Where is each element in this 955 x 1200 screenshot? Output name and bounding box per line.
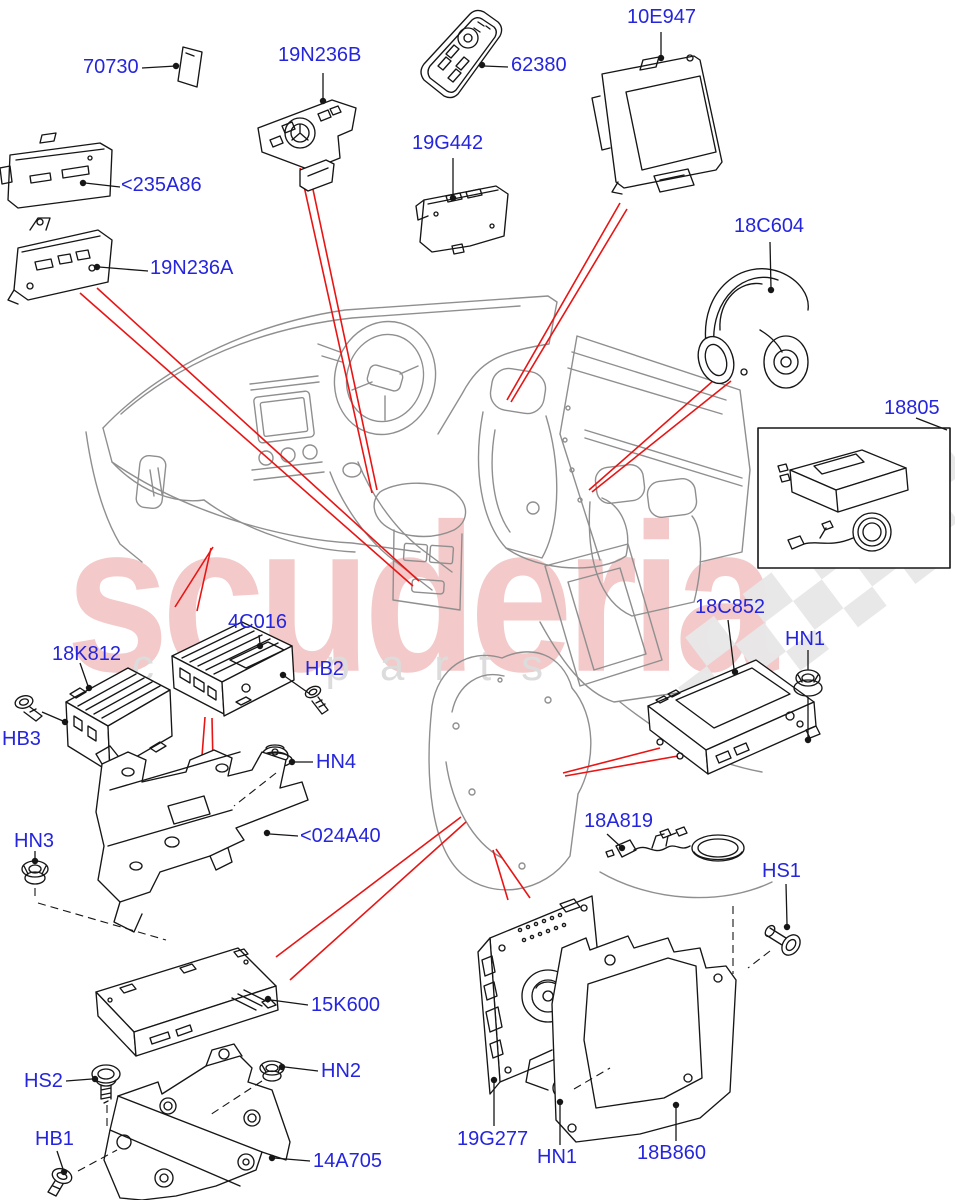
part-19N236A-switch-pack — [7, 217, 113, 305]
part-HS1-screw — [764, 924, 801, 956]
part-label-HN4: HN4 — [316, 751, 357, 773]
part-62380-remote-control — [420, 9, 503, 99]
part-label-HS1: HS1 — [762, 860, 801, 882]
part-HB3-screw — [14, 695, 43, 722]
part-HB1-bolt — [47, 1167, 73, 1197]
part-label-18B860: 18B860 — [637, 1142, 706, 1164]
part-label-14A705: 14A705 — [313, 1150, 382, 1172]
part-label-HS2: HS2 — [24, 1070, 63, 1092]
part-label-19N236B: 19N236B — [278, 44, 362, 66]
part-HN1-top-nut — [793, 669, 823, 697]
part-label-235A86: <235A86 — [121, 174, 202, 196]
label-leader-lines — [34, 32, 948, 1170]
part-illustrations — [0, 9, 951, 1200]
part-label-18K812: 18K812 — [52, 643, 121, 665]
part-19G442-switch-module — [415, 185, 509, 255]
part-label-18C852: 18C852 — [695, 596, 766, 618]
dashed-assembly-lines — [34, 772, 771, 1172]
part-HN3-nut — [21, 860, 49, 885]
part-18C852-module — [647, 659, 821, 775]
car-interior-sketch — [85, 295, 773, 899]
part-label-18C604: 18C604 — [734, 215, 805, 237]
part-HB2-screw — [304, 685, 329, 715]
part-label-15K600: 15K600 — [311, 994, 380, 1016]
part-label-19G277: 19G277 — [457, 1128, 529, 1150]
part-label-HN1-top: HN1 — [785, 628, 826, 650]
part-label-18805: 18805 — [884, 397, 940, 419]
part-label-18A819: 18A819 — [584, 810, 653, 832]
part-235A86-interface-module — [0, 132, 113, 209]
part-label-HB3: HB3 — [2, 728, 41, 750]
part-label-70730: 70730 — [83, 56, 139, 78]
part-18805-kit-box — [757, 427, 951, 569]
part-18C604-headphones — [697, 268, 809, 389]
part-14A705-bracket — [103, 1043, 291, 1200]
part-label-19N236A: 19N236A — [150, 257, 234, 279]
part-18A819-cable — [605, 826, 745, 862]
part-70730-cover-flap — [177, 46, 203, 88]
part-15K600-module — [95, 947, 279, 1057]
part-label-HN1-bottom: HN1 — [537, 1146, 578, 1168]
part-19N236B-window-switch-pack — [257, 99, 357, 192]
part-label-62380: 62380 — [511, 54, 567, 76]
part-label-HN2: HN2 — [321, 1060, 362, 1082]
part-HN2-nut — [259, 1060, 285, 1082]
part-label-10E947: 10E947 — [627, 6, 696, 28]
part-024A40-bracket — [95, 745, 309, 933]
part-label-19G442: 19G442 — [412, 132, 484, 154]
part-label-4C016: 4C016 — [228, 611, 287, 633]
part-label-HB1: HB1 — [35, 1128, 74, 1150]
part-label-HB2: HB2 — [305, 658, 344, 680]
part-label-HN3: HN3 — [14, 830, 55, 852]
part-4C016-module — [171, 621, 295, 717]
part-HS2-screw — [91, 1064, 121, 1104]
part-18B860-bracket — [525, 935, 737, 1143]
leader-dots — [31, 54, 812, 1176]
part-label-024A40: <024A40 — [300, 825, 381, 847]
part-10E947-display-screen — [591, 54, 723, 195]
